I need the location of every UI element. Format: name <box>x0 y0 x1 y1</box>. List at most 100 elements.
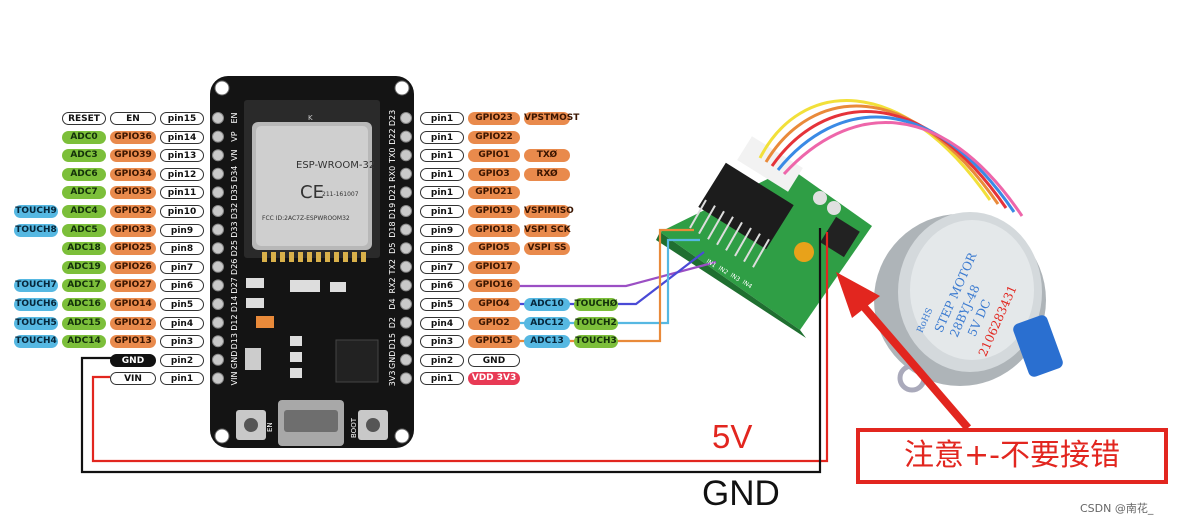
pin-label: pin9 <box>420 223 464 237</box>
pin-label: VSPIMISO <box>524 205 574 218</box>
pin-label: ADC7 <box>62 186 106 200</box>
pin-label: ADC17 <box>62 279 106 293</box>
header-silk-right: D21 <box>388 184 397 200</box>
pin-label: VSPI SS <box>524 242 570 256</box>
pin-label: GPIO1 <box>468 149 520 163</box>
fcc-id: FCC ID:2AC7Z-ESPWROOM32 <box>262 215 350 222</box>
warning-arrow <box>836 272 972 431</box>
pin-label: ADC14 <box>62 335 106 349</box>
pin-label: pin11 <box>160 186 204 200</box>
pin-label: GPIO14 <box>110 298 156 311</box>
esp32-board <box>210 76 414 448</box>
pin-label: GPIO35 <box>110 186 156 200</box>
pin-label: GPIO36 <box>110 130 156 144</box>
pin-label: pin3 <box>420 335 464 349</box>
pin-label: TOUCH7 <box>14 279 58 293</box>
watermark: CSDN @南花_ <box>1080 502 1154 515</box>
header-silk-left: VN <box>230 149 239 160</box>
header-silk-right: RX2 <box>388 277 397 293</box>
pin-label: VPSTMOST <box>524 112 580 125</box>
pin-label: pin7 <box>160 260 204 274</box>
pin-label: GPIO23 <box>468 112 520 125</box>
pin-label: pin1 <box>160 372 204 386</box>
pin-label: pin3 <box>160 335 204 349</box>
pin-label: RXØ <box>524 167 570 181</box>
header-silk-left: D26 <box>230 259 239 275</box>
pin-label: TOUCH2 <box>574 316 618 330</box>
header-silk-left: GND <box>230 351 239 369</box>
pin-label: pin5 <box>160 298 204 311</box>
pin-label: pin9 <box>160 223 204 237</box>
boot-button-label: BOOT <box>350 417 358 438</box>
stepper-motor <box>874 212 1063 393</box>
pin-label: TXØ <box>524 149 570 163</box>
gnd-label: GND <box>702 474 780 513</box>
pin-label: GND <box>110 353 156 367</box>
header-silk-right: GND <box>388 351 397 369</box>
pin-label: TOUCH6 <box>14 298 58 311</box>
pin-label: TOUCH3 <box>574 335 618 349</box>
header-silk-right: D22 <box>388 128 397 144</box>
pin-label: pin5 <box>420 298 464 311</box>
pin-label: GPIO17 <box>468 260 520 274</box>
header-silk-left: D27 <box>230 277 239 293</box>
pin-label: VDD 3V3 <box>468 372 520 386</box>
pin-label: pin6 <box>160 279 204 293</box>
header-silk-left: D32 <box>230 203 239 219</box>
header-silk-left: D34 <box>230 166 239 182</box>
header-silk-left: D13 <box>230 333 239 349</box>
ce-mark: CE <box>300 182 324 203</box>
header-silk-left: D33 <box>230 221 239 237</box>
pin-label: GPIO12 <box>110 316 156 330</box>
pin-label: pin2 <box>420 353 464 367</box>
header-silk-right: D5 <box>388 243 397 254</box>
cert-number: 211-161007 <box>322 191 359 198</box>
motor-wires <box>758 99 1024 217</box>
pin-label: pin14 <box>160 130 204 144</box>
pin-label: GND <box>468 353 520 367</box>
uln2003-driver-board <box>656 136 872 338</box>
header-silk-right: D23 <box>388 110 397 126</box>
header-silk-right: 3V3 <box>388 371 397 387</box>
pin-label: GPIO33 <box>110 223 156 237</box>
pin-label: GPIO27 <box>110 279 156 293</box>
pin-label: pin8 <box>420 242 464 256</box>
header-silk-left: VIN <box>230 371 239 385</box>
pin-label: ADC15 <box>62 316 106 330</box>
pin-label: GPIO22 <box>468 130 520 144</box>
header-silk-left: D14 <box>230 296 239 312</box>
pin-label: ADC10 <box>524 298 570 311</box>
pin-label: pin8 <box>160 242 204 256</box>
pin-label: TOUCHØ <box>574 298 618 311</box>
header-silk-right: TX0 <box>388 147 397 163</box>
pin-label: ADC16 <box>62 298 106 311</box>
pin-label: TOUCH9 <box>14 205 58 218</box>
pin-label: VIN <box>110 372 156 386</box>
pin-label: VSPI SCK <box>524 223 571 237</box>
driver-pin-label: IN4 <box>741 279 753 291</box>
5v-label: 5V <box>712 418 753 455</box>
header-silk-left: D35 <box>230 184 239 200</box>
pin-label: EN <box>110 112 156 125</box>
pin-label: ADC19 <box>62 260 106 274</box>
pin-label: pin7 <box>420 260 464 274</box>
header-silk-left: D12 <box>230 314 239 330</box>
pin-label: TOUCH8 <box>14 223 58 237</box>
pin-label: TOUCH5 <box>14 316 58 330</box>
header-silk-right: D4 <box>388 298 397 309</box>
pin-label: GPIO3 <box>468 167 520 181</box>
pin-label: pin1 <box>420 372 464 386</box>
warning-box: 注意+-不要接错 <box>856 428 1168 484</box>
pin-label: pin12 <box>160 167 204 181</box>
header-silk-left: EN <box>230 112 239 123</box>
header-silk-left: D25 <box>230 240 239 256</box>
k-mark: K <box>308 114 313 122</box>
pin-label: GPIO16 <box>468 279 520 293</box>
pin-label: ADC13 <box>524 335 570 349</box>
pin-label: GPIO34 <box>110 167 156 181</box>
pin-label: pin15 <box>160 112 204 125</box>
header-silk-right: D18 <box>388 221 397 237</box>
pin-label: pin4 <box>160 316 204 330</box>
pin-label: GPIO19 <box>468 205 520 218</box>
